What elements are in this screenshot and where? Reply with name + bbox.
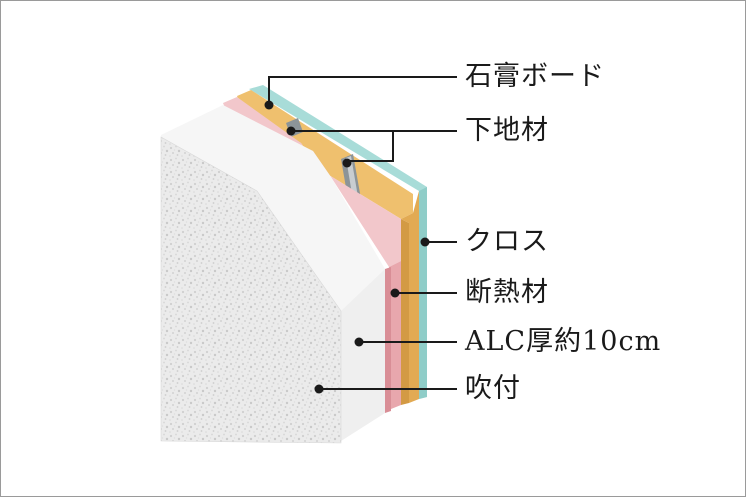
gypsum-board-layer xyxy=(237,90,419,405)
alc-panel xyxy=(161,105,385,441)
dot-insulation xyxy=(390,288,400,298)
spray-finish-face xyxy=(160,136,342,444)
dot-cloth xyxy=(420,237,430,247)
label-gypsum-board: 石膏ボード xyxy=(465,61,605,92)
label-cloth: クロス xyxy=(465,226,549,257)
leader-furring xyxy=(291,130,394,162)
label-alc: ALC厚約10cm xyxy=(465,326,662,357)
leader-lines xyxy=(268,76,457,390)
label-furring: 下地材 xyxy=(465,115,549,146)
dot-spray xyxy=(314,384,324,394)
label-spray-finish: 吹付 xyxy=(465,373,521,404)
insulation-layer xyxy=(223,97,401,413)
leader-dots xyxy=(264,100,430,394)
dot-alc xyxy=(354,337,364,347)
dot-furring-2 xyxy=(342,158,352,168)
dot-gypsum-board xyxy=(264,100,274,110)
leader-gypsum-board xyxy=(268,76,457,105)
label-insulation: 断熱材 xyxy=(465,277,549,308)
dot-furring-1 xyxy=(286,126,296,136)
